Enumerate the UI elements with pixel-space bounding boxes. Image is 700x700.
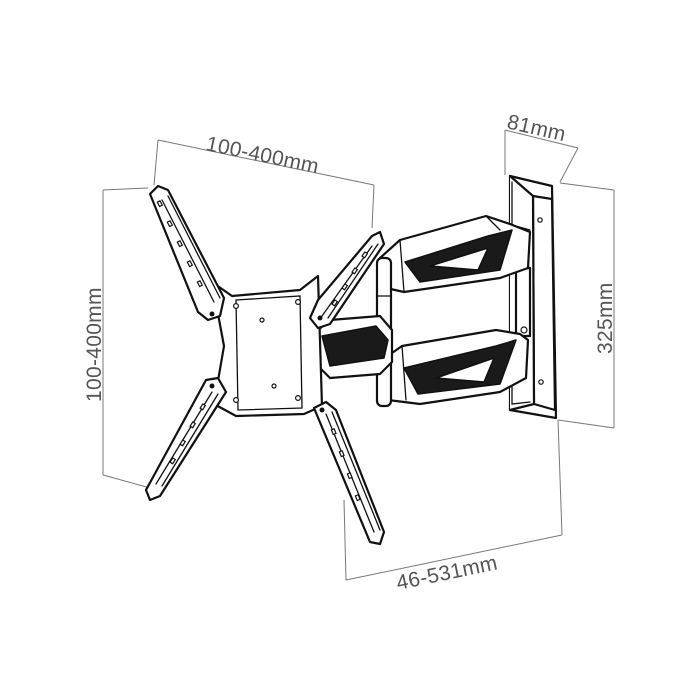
plate-height-label: 325mm bbox=[594, 282, 617, 354]
vesa-arm-top-right bbox=[308, 230, 386, 330]
tv-adapter-plate bbox=[144, 184, 386, 546]
vesa-arm-bottom-right bbox=[312, 400, 386, 546]
swing-arms bbox=[316, 214, 532, 408]
vesa-width-label: 100-400mm bbox=[204, 132, 321, 178]
dimension-lines bbox=[102, 129, 615, 581]
vesa-arm-top-left bbox=[148, 184, 226, 322]
vesa-height-label: 100-400mm bbox=[83, 287, 106, 402]
vesa-arm-bottom-left bbox=[144, 376, 228, 502]
plate-depth-label: 81mm bbox=[505, 110, 568, 146]
extension-range-label: 46-531mm bbox=[394, 551, 499, 595]
wall-bolt-hole-bottom bbox=[520, 326, 528, 334]
